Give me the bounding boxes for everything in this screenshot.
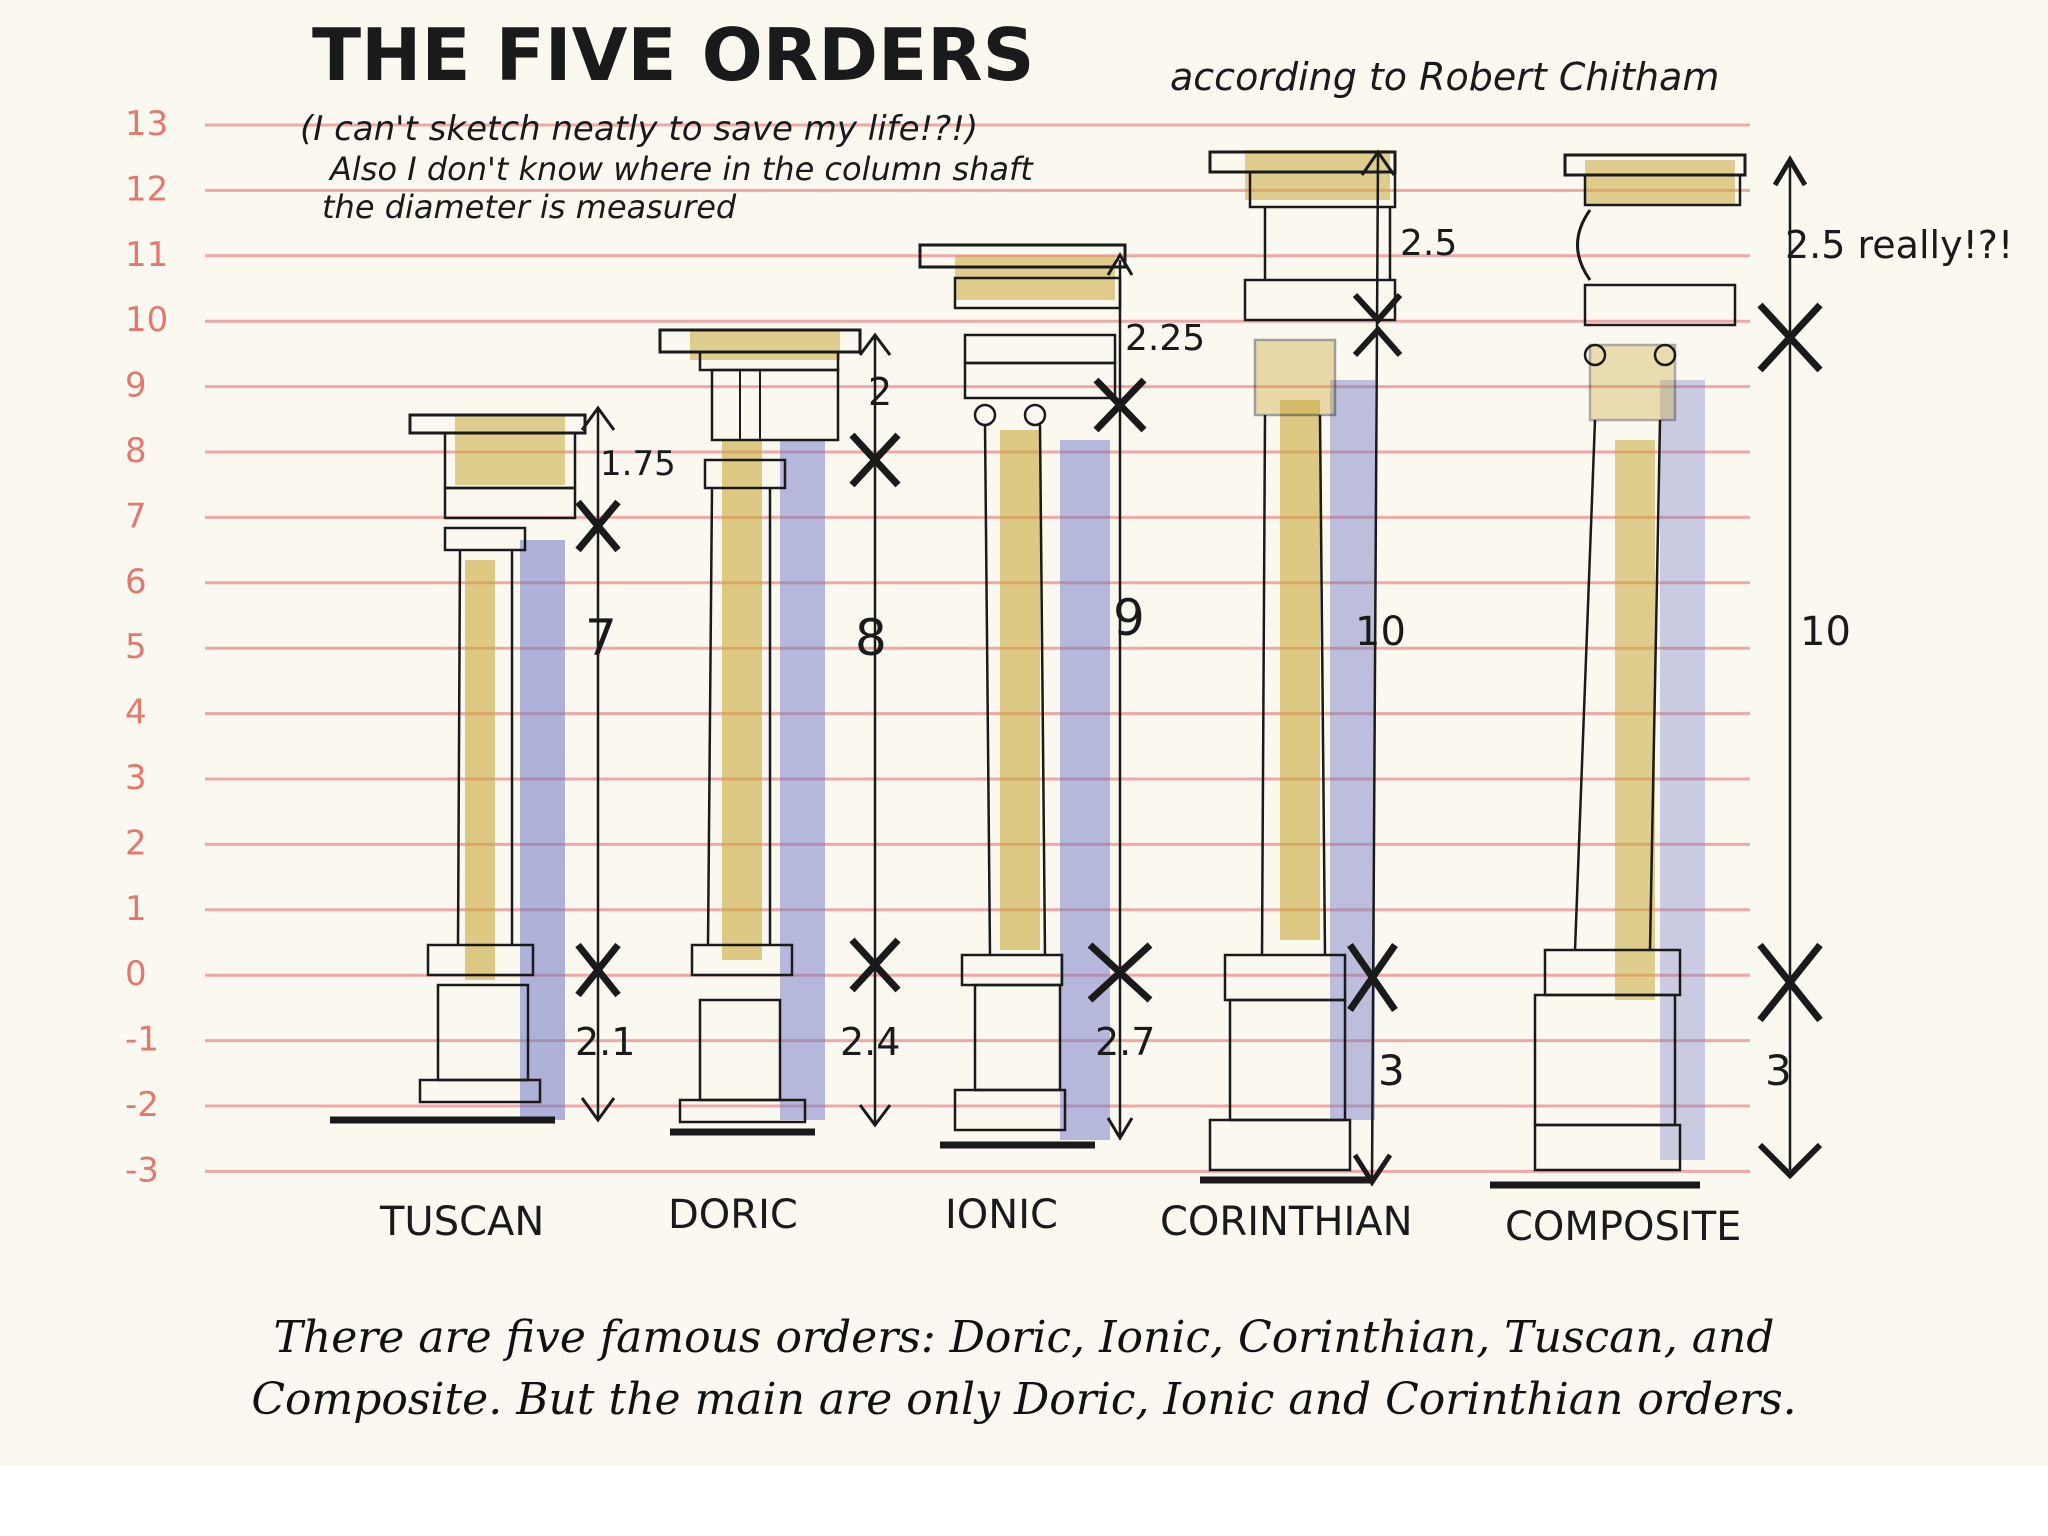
column-ionic — [918, 243, 1153, 1149]
doric-pedestal-label: 2.4 — [840, 1020, 900, 1064]
corinthian-pedestal-label: 3 — [1378, 1046, 1405, 1095]
doric-shaft-label: 8 — [855, 609, 887, 667]
composite-pedestal-label: 3 — [1765, 1046, 1792, 1095]
order-name-composite: COMPOSITE — [1505, 1204, 1741, 1250]
ionic-shaft-label: 9 — [1113, 589, 1145, 647]
column-doric — [658, 328, 901, 1136]
caption-line-2: Composite. But the main are only Doric, … — [251, 1374, 1797, 1425]
composite-entablature-label: 2.5 really!?! — [1785, 223, 2013, 267]
scale-tick-label: 11 — [125, 235, 168, 275]
scale-tick-label: 2 — [125, 823, 147, 863]
ionic-entablature-label: 2.25 — [1125, 318, 1205, 359]
scale-tick-label: 5 — [125, 627, 147, 667]
scale-tick-label: -1 — [125, 1020, 159, 1060]
scale-tick-label: 0 — [125, 954, 147, 994]
note-line-1: (I can't sketch neatly to save my life!?… — [300, 109, 978, 149]
scale-tick-label: 6 — [125, 562, 147, 602]
corinthian-shaft-label: 10 — [1355, 609, 1406, 655]
diagram-title: THE FIVE ORDERS — [312, 13, 1034, 97]
diagram-subtitle: according to Robert Chitham — [1170, 55, 1719, 99]
ionic-pedestal-label: 2.7 — [1095, 1020, 1155, 1064]
column-corinthian — [1200, 149, 1403, 1187]
note-line-2: Also I don't know where in the column sh… — [328, 150, 1034, 188]
order-names: TUSCAN DORIC IONIC CORINTHIAN COMPOSITE — [379, 1192, 1741, 1250]
order-name-corinthian: CORINTHIAN — [1160, 1199, 1413, 1245]
caption: There are five famous orders: Doric, Ion… — [0, 1295, 2048, 1465]
scale-tick-label: 12 — [125, 169, 168, 209]
scale-tick-label: 8 — [125, 431, 147, 471]
scale-tick-label: 10 — [125, 300, 168, 340]
scale-tick-label: 4 — [125, 693, 147, 733]
ruled-lines — [205, 123, 1750, 1173]
scale-tick-label: -3 — [125, 1150, 159, 1190]
dimension-labels: 1.75 7 2.1 2 8 2.4 2.25 9 2.7 2.5 10 3 2… — [575, 223, 2013, 1095]
scale-tick-label: 1 — [125, 889, 147, 929]
column-composite — [1490, 153, 1823, 1189]
note-line-3: the diameter is measured — [322, 188, 737, 226]
scale-tick-label: 9 — [125, 366, 147, 406]
composite-shaft-label: 10 — [1800, 609, 1851, 655]
corinthian-entablature-label: 2.5 — [1400, 223, 1457, 264]
scale-tick-label: 7 — [125, 496, 147, 536]
caption-line-1: There are five famous orders: Doric, Ion… — [273, 1312, 1775, 1363]
order-name-ionic: IONIC — [945, 1192, 1058, 1238]
column-tuscan — [330, 405, 621, 1124]
scale-tick-label: -2 — [125, 1085, 159, 1125]
scale-tick-label: 13 — [125, 104, 168, 144]
tuscan-entablature-label: 1.75 — [600, 444, 676, 484]
scale-tick-label: 3 — [125, 758, 147, 798]
tuscan-shaft-label: 7 — [585, 609, 617, 667]
order-name-doric: DORIC — [668, 1192, 798, 1238]
order-name-tuscan: TUSCAN — [379, 1199, 544, 1245]
tuscan-pedestal-label: 2.1 — [575, 1020, 635, 1064]
doric-entablature-label: 2 — [868, 370, 892, 414]
